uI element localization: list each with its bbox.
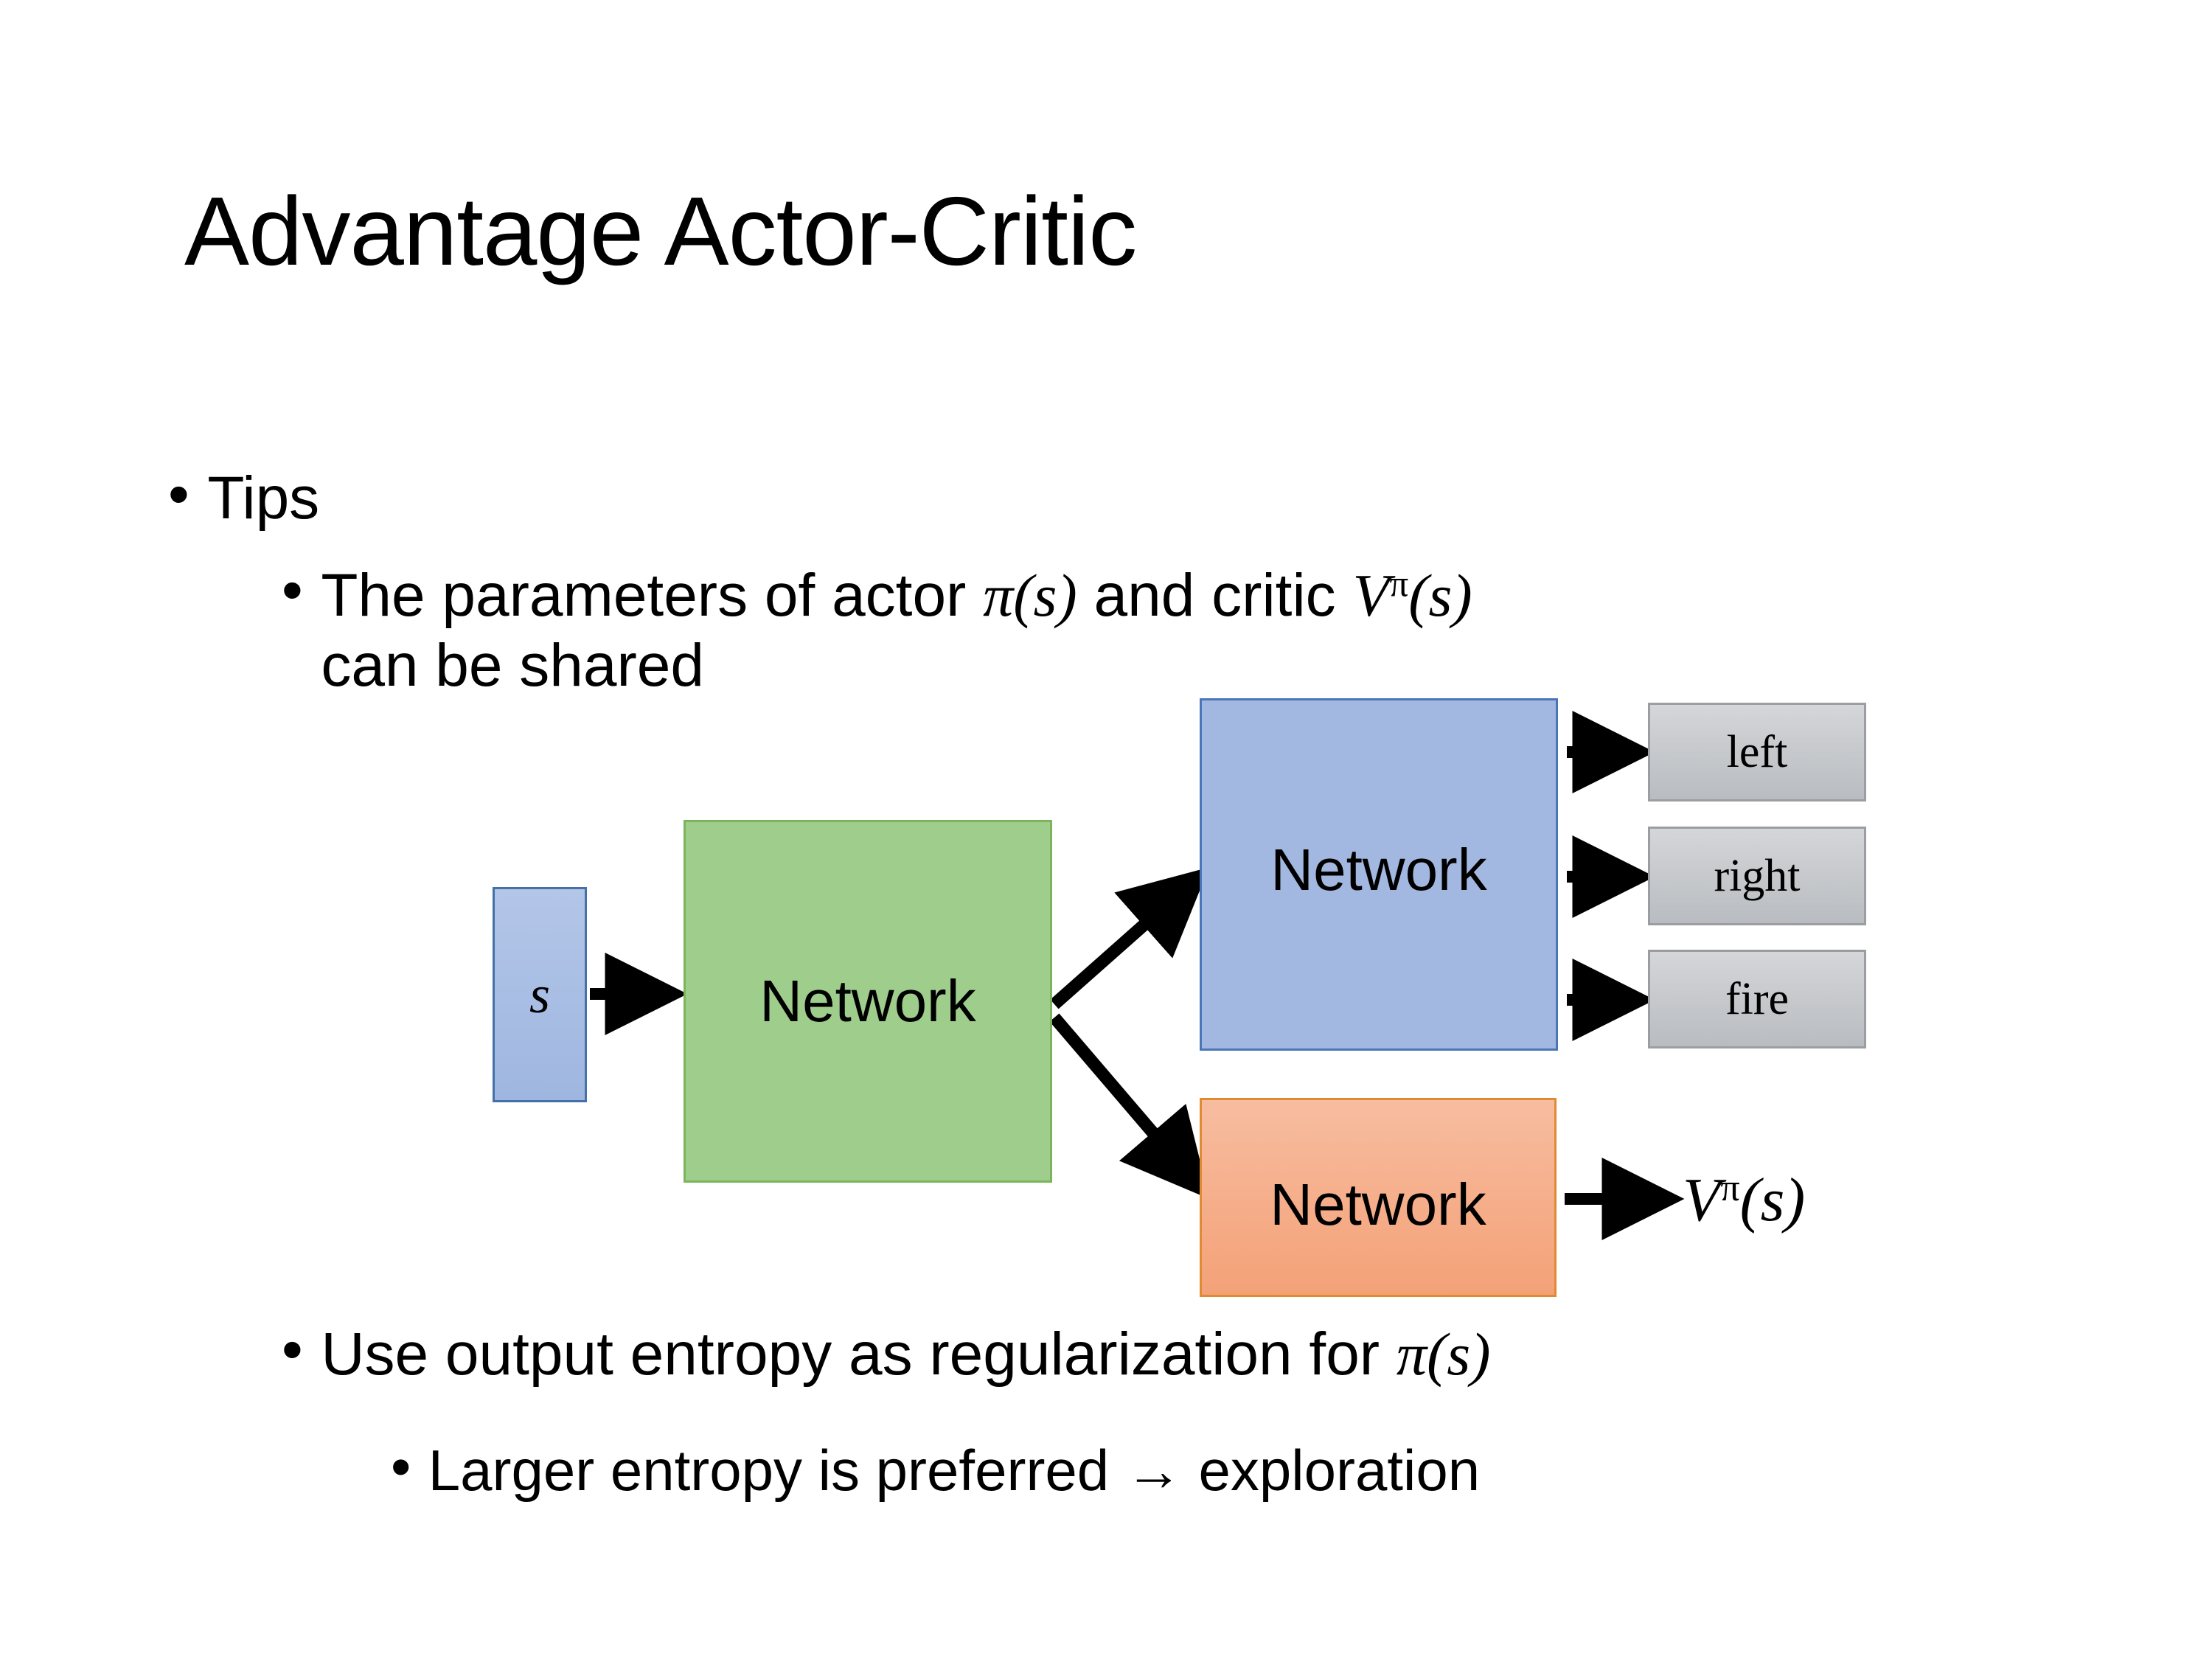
bullet-marker-icon: • xyxy=(391,1434,411,1499)
diagram-output-fire: fire xyxy=(1648,950,1866,1048)
math-critic-arg-s: (s) xyxy=(1408,562,1472,629)
bullet-marker-icon: • xyxy=(282,1316,303,1383)
arrow-shared-to-actor xyxy=(1050,867,1209,1009)
math-actor-pi-of-s: π(s) xyxy=(983,562,1077,629)
bullet-larger-entropy: • Larger entropy is preferred → explorat… xyxy=(391,1438,2087,1504)
critic-network-label: Network xyxy=(1270,1172,1486,1237)
bullet-marker-icon: • xyxy=(168,461,189,528)
state-label: s xyxy=(529,964,551,1024)
shared-network-label: Network xyxy=(759,968,976,1034)
bullet-shared-prefix: The parameters of actor xyxy=(321,562,984,629)
bullet-marker-icon: • xyxy=(282,557,303,624)
bullet-shared-middle: and critic xyxy=(1077,562,1353,629)
bullet-larger-label: Larger entropy is preferred → exploratio… xyxy=(428,1438,1481,1503)
value-arg-s: (s) xyxy=(1739,1166,1806,1234)
bullet-shared-parameters: • The parameters of actor π(s) and criti… xyxy=(282,560,2000,700)
math-critic-v: V xyxy=(1352,562,1390,629)
output-right-label: right xyxy=(1714,850,1801,901)
diagram-output-left: left xyxy=(1648,703,1866,801)
diagram-node-shared-network: Network xyxy=(684,820,1052,1183)
actor-network-label: Network xyxy=(1270,837,1487,902)
value-superscript-pi: π xyxy=(1720,1166,1740,1209)
bullet-tips: • Tips xyxy=(168,465,319,532)
bullet-tips-label: Tips xyxy=(207,465,320,532)
output-left-label: left xyxy=(1726,726,1788,777)
bullet-shared-line2: can be shared xyxy=(321,632,705,700)
diagram-node-critic-network: Network xyxy=(1200,1098,1557,1297)
output-fire-label: fire xyxy=(1725,973,1790,1024)
value-v-symbol: V xyxy=(1683,1166,1721,1234)
diagram-output-right: right xyxy=(1648,827,1866,925)
diagram-output-value-function: Vπ(s) xyxy=(1683,1164,1805,1236)
page-title: Advantage Actor-Critic xyxy=(184,177,1137,285)
diagram-node-state: s xyxy=(493,887,587,1102)
bullet-shared-text: The parameters of actor π(s) and critic … xyxy=(321,560,2000,700)
diagram-node-actor-network: Network xyxy=(1200,698,1558,1051)
arrow-shared-to-critic xyxy=(1049,1013,1210,1200)
bullet-entropy-regularization: • Use output entropy as regularization f… xyxy=(282,1320,2051,1389)
bullet-entropy-prefix: Use output entropy as regularization for xyxy=(321,1321,1397,1388)
math-entropy-pi-of-s: π(s) xyxy=(1396,1321,1491,1388)
math-critic-superscript-pi: π xyxy=(1389,563,1409,605)
bullet-entropy-text: Use output entropy as regularization for… xyxy=(321,1320,2051,1389)
